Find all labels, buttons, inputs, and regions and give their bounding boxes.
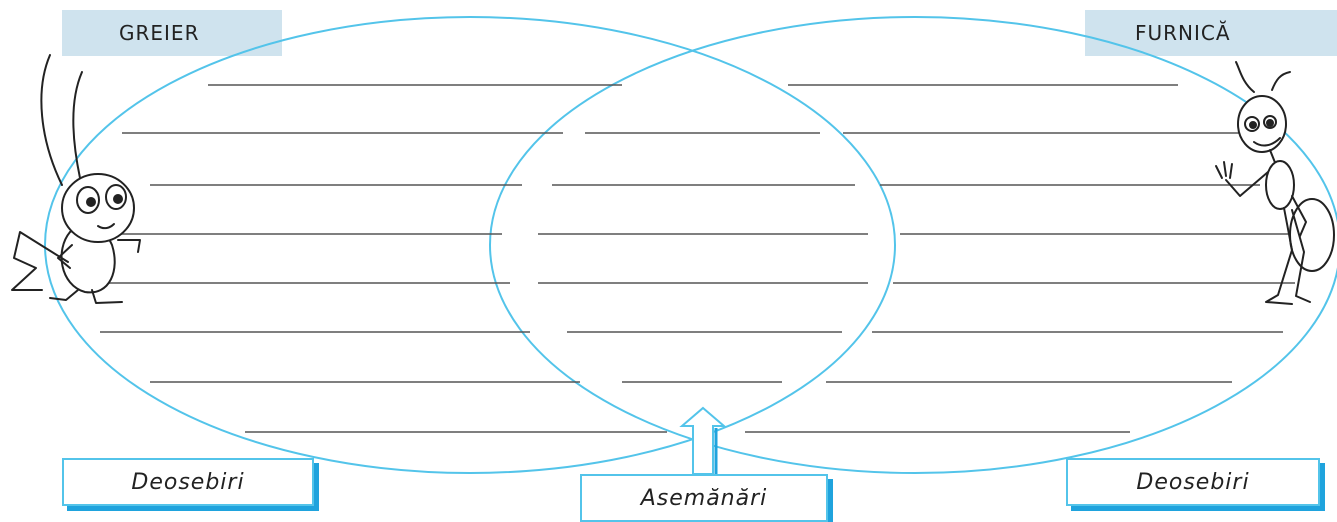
similarities-label: Asemănări: [580, 474, 828, 522]
left-writing-lines: [100, 85, 667, 432]
middle-label-text: Asemănări: [641, 486, 768, 511]
ant-icon: [1216, 62, 1334, 304]
left-label-text: Deosebiri: [131, 470, 244, 495]
right-differences-label: Deosebiri: [1066, 458, 1320, 506]
right-label-text: Deosebiri: [1136, 470, 1249, 495]
right-writing-lines: [745, 85, 1295, 432]
left-differences-label: Deosebiri: [62, 458, 314, 506]
middle-writing-lines: [538, 133, 868, 382]
cricket-icon: [12, 55, 140, 303]
